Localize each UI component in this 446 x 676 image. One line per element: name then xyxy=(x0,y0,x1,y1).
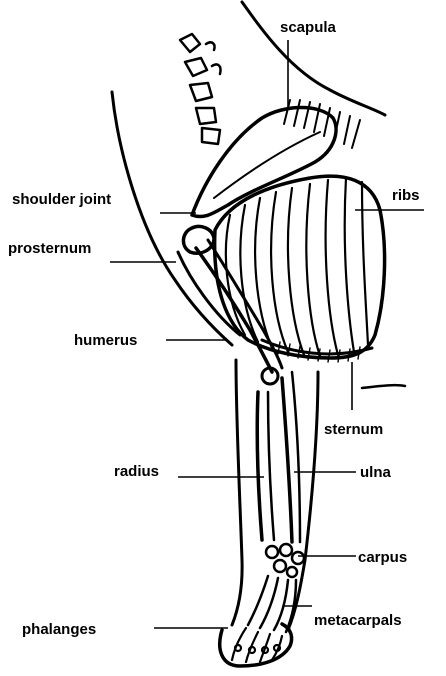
scapula-label: scapula xyxy=(280,19,337,36)
phalanges-bones xyxy=(232,628,282,662)
metacarpal-bones xyxy=(248,576,296,632)
humerus-label: humerus xyxy=(74,332,137,349)
radius-bone-edge xyxy=(268,392,274,540)
metacarpals-label: metacarpals xyxy=(314,612,402,629)
vertebrae xyxy=(180,34,221,144)
radius-label: radius xyxy=(114,463,159,480)
belly-contour xyxy=(362,385,405,388)
leg-front-contour xyxy=(232,360,242,625)
ribs-bones xyxy=(226,178,368,356)
ribs-label: ribs xyxy=(392,187,420,204)
leg-back-contour xyxy=(288,372,318,630)
prosternum-label: prosternum xyxy=(8,240,91,257)
ulna-label: ulna xyxy=(360,464,391,481)
sternum-label: sternum xyxy=(324,421,383,438)
radius-bone xyxy=(257,392,262,540)
ulna-bone-edge xyxy=(292,372,300,542)
carpus-label: carpus xyxy=(358,549,407,566)
phalanges-label: phalanges xyxy=(22,621,96,638)
shoulder-joint-label: shoulder joint xyxy=(12,191,111,208)
paw-outline xyxy=(220,624,292,666)
carpus-bones xyxy=(266,544,304,577)
ulna-bone xyxy=(282,378,292,542)
